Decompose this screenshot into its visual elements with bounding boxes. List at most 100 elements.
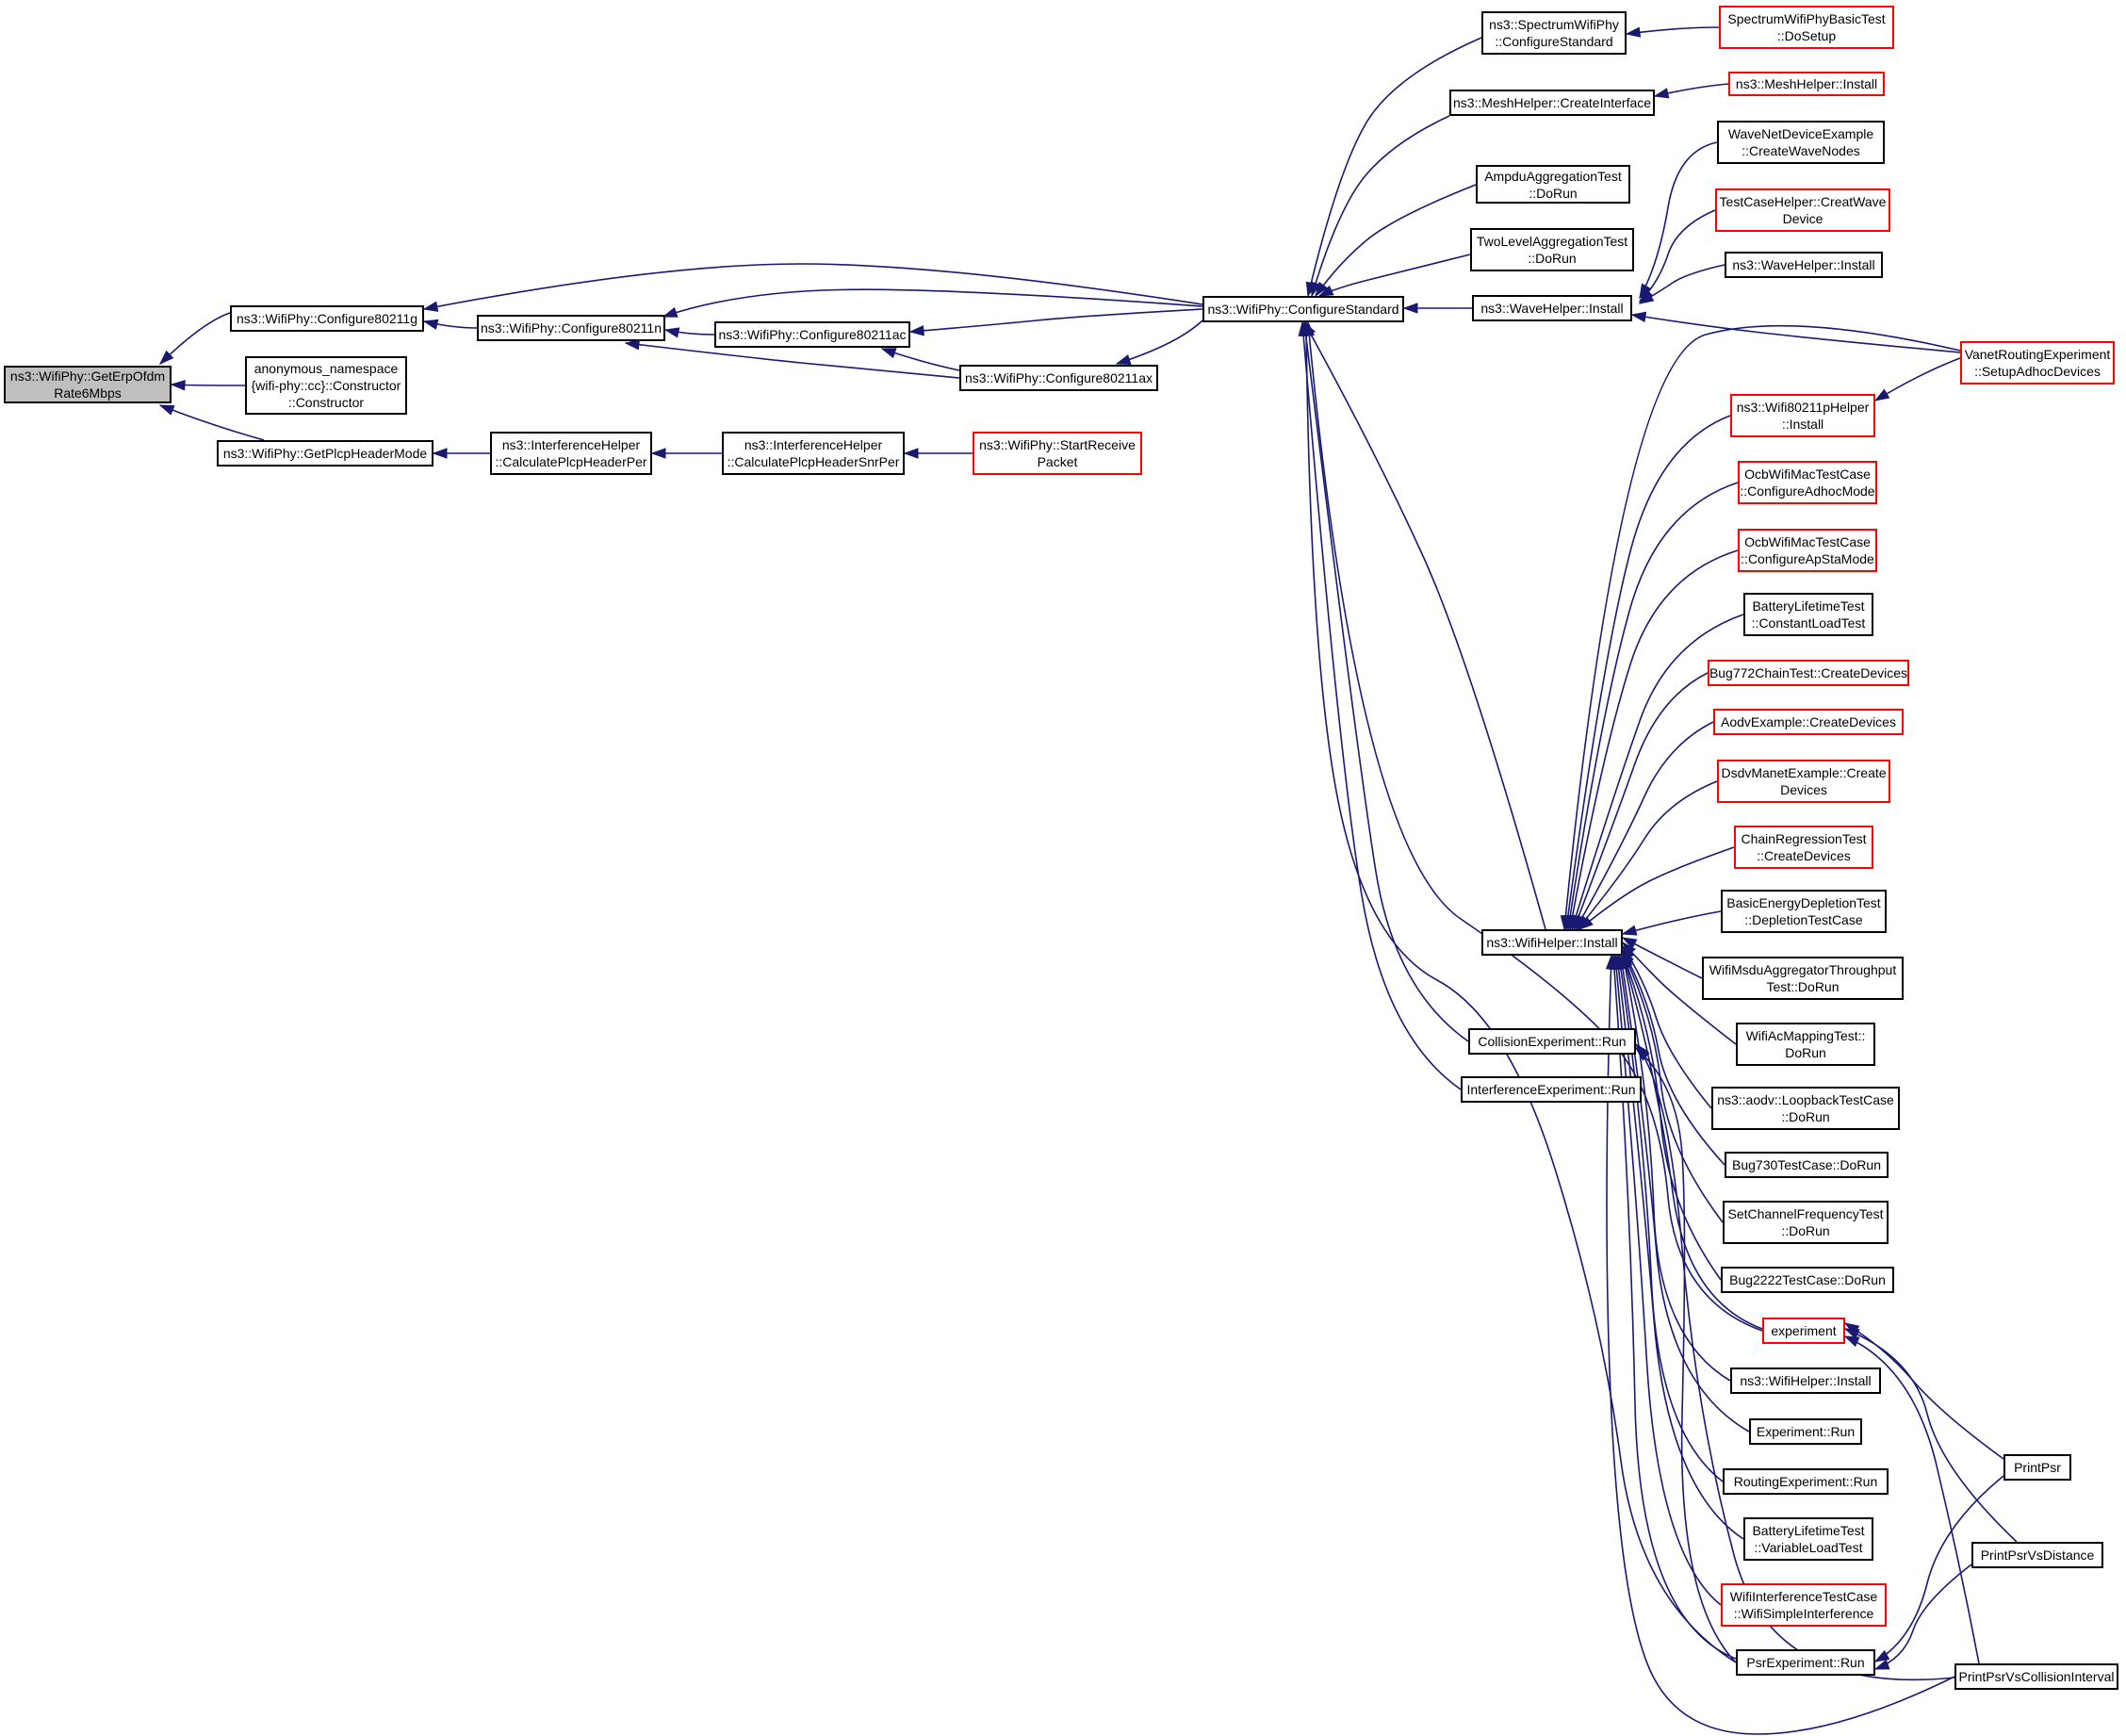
graph-node-label: ::VariableLoadTest xyxy=(1754,1540,1863,1555)
graph-node-exprun[interactable]: Experiment::Run xyxy=(1749,1418,1862,1445)
graph-node-wifiinst2[interactable]: ns3::WifiHelper::Install xyxy=(1730,1368,1881,1394)
graph-node-label: ns3::WaveHelper::Install xyxy=(1732,257,1875,272)
call-arrowhead xyxy=(1578,916,1594,930)
graph-node-wave2[interactable]: ns3::WaveHelper::Install xyxy=(1725,252,1883,278)
graph-node-calcper[interactable]: ns3::InterferenceHelper::CalculatePlcpHe… xyxy=(490,432,652,475)
graph-node-wavenet[interactable]: WaveNetDeviceExample::CreateWaveNodes xyxy=(1717,121,1885,164)
graph-node-wifiinst[interactable]: ns3::WifiHelper::Install xyxy=(1481,929,1623,956)
call-edge xyxy=(1622,945,1712,1109)
call-edge xyxy=(423,263,1203,310)
graph-node-label: ChainRegressionTest xyxy=(1741,831,1867,846)
graph-node-label: TwoLevelAggregationTest xyxy=(1476,234,1628,249)
graph-node-label: BasicEnergyDepletionTest xyxy=(1726,895,1881,910)
call-edge xyxy=(1303,321,1469,1042)
graph-node-aodvex[interactable]: AodvExample::CreateDevices xyxy=(1713,709,1904,735)
graph-node-label: Rate6Mbps xyxy=(54,385,122,401)
graph-node-collexp[interactable]: CollisionExperiment::Run xyxy=(1468,1028,1636,1055)
graph-node-c80211g[interactable]: ns3::WifiPhy::Configure80211g xyxy=(230,305,424,332)
graph-node-chainreg[interactable]: ChainRegressionTest::CreateDevices xyxy=(1734,826,1873,869)
graph-node-label: DsdvManetExample::Create xyxy=(1721,765,1887,780)
call-edge xyxy=(1606,955,1955,1735)
graph-node-printpsrdist[interactable]: PrintPsrVsDistance xyxy=(1971,1542,2103,1568)
graph-node-ampdu[interactable]: AmpduAggregationTest::DoRun xyxy=(1476,165,1630,204)
graph-node-experiment[interactable]: experiment xyxy=(1762,1318,1845,1344)
graph-node-label: Bug730TestCase::DoRun xyxy=(1732,1157,1881,1172)
graph-node-printpsrcoll[interactable]: PrintPsrVsCollisionInterval xyxy=(1954,1663,2118,1690)
call-arrowhead xyxy=(1843,1328,1860,1339)
graph-node-setchan[interactable]: SetChannelFrequencyTest::DoRun xyxy=(1723,1201,1889,1244)
graph-node-ocbapsta[interactable]: OcbWifiMacTestCase::ConfigureApStaMode xyxy=(1738,529,1877,572)
call-edge xyxy=(1874,1564,1972,1670)
graph-node-label: ns3::WifiPhy::Configure80211n xyxy=(481,320,662,336)
graph-node-label: ::ConstantLoadTest xyxy=(1751,615,1866,631)
graph-node-label: SpectrumWifiPhyBasicTest xyxy=(1727,11,1886,26)
graph-node-label: ::Install xyxy=(1781,417,1824,432)
graph-node-label: ns3::WifiPhy::Configure80211ax xyxy=(965,370,1153,385)
graph-node-label: AmpduAggregationTest xyxy=(1484,168,1622,184)
call-edge xyxy=(1575,721,1714,930)
call-arrowhead xyxy=(422,319,439,330)
graph-node-label: ::Constructor xyxy=(287,395,365,410)
graph-node-label: SetChannelFrequencyTest xyxy=(1727,1206,1884,1221)
graph-node-meshci[interactable]: ns3::MeshHelper::CreateInterface xyxy=(1449,90,1655,116)
graph-node-w80211p[interactable]: ns3::Wifi80211pHelper::Install xyxy=(1730,394,1875,437)
graph-node-label: anonymous_namespace xyxy=(253,361,399,376)
call-arrowhead xyxy=(1315,281,1329,298)
graph-node-routexp[interactable]: RoutingExperiment::Run xyxy=(1723,1468,1889,1495)
graph-node-label: Experiment::Run xyxy=(1756,1424,1856,1439)
graph-node-spectrum[interactable]: ns3::SpectrumWifiPhy::ConfigureStandard xyxy=(1481,11,1627,55)
graph-node-label: Devices xyxy=(1780,782,1827,797)
call-arrowhead xyxy=(662,306,679,318)
call-edge xyxy=(1622,949,1725,1166)
graph-node-specsetup[interactable]: SpectrumWifiPhyBasicTest::DoSetup xyxy=(1719,6,1894,49)
graph-node-label: BatteryLifetimeTest xyxy=(1752,1523,1865,1538)
graph-node-twolevel[interactable]: TwoLevelAggregationTest::DoRun xyxy=(1470,228,1634,271)
graph-node-label: WifiInterferenceTestCase xyxy=(1729,1589,1878,1604)
graph-node-anon[interactable]: anonymous_namespace{wifi-phy::cc}::Const… xyxy=(245,356,407,415)
graph-node-wifiint[interactable]: WifiInterferenceTestCase::WifiSimpleInte… xyxy=(1721,1583,1887,1627)
call-arrowhead xyxy=(158,404,175,416)
graph-node-ocbadhoc[interactable]: OcbWifiMacTestCase::ConfigureAdhocMode xyxy=(1738,461,1877,504)
call-arrowhead xyxy=(1873,1649,1890,1662)
graph-node-basicenergy[interactable]: BasicEnergyDepletionTest::DepletionTestC… xyxy=(1721,890,1887,933)
graph-node-label: WifiMsduAggregatorThroughput xyxy=(1709,962,1897,977)
graph-node-bug730[interactable]: Bug730TestCase::DoRun xyxy=(1725,1152,1889,1178)
graph-node-vanet[interactable]: VanetRoutingExperiment::SetupAdhocDevice… xyxy=(1960,341,2115,385)
graph-node-label: ns3::WifiPhy::GetPlcpHeaderMode xyxy=(222,446,428,461)
call-edge xyxy=(1639,141,1718,299)
graph-node-battconst[interactable]: BatteryLifetimeTest::ConstantLoadTest xyxy=(1743,593,1873,636)
graph-node-meshinst[interactable]: ns3::MeshHelper::Install xyxy=(1728,72,1885,96)
call-edge xyxy=(1303,321,1546,930)
call-arrowhead xyxy=(1303,320,1316,336)
call-arrowhead xyxy=(903,448,919,459)
graph-node-label: ::DoSetup xyxy=(1776,28,1837,43)
call-edge xyxy=(1622,953,1763,1330)
graph-node-label: ns3::MeshHelper::CreateInterface xyxy=(1452,95,1652,110)
graph-node-c80211ax[interactable]: ns3::WifiPhy::Configure80211ax xyxy=(959,365,1158,391)
graph-node-aodvloop[interactable]: ns3::aodv::LoopbackTestCase::DoRun xyxy=(1711,1087,1900,1130)
graph-node-c80211ac[interactable]: ns3::WifiPhy::Configure80211ac xyxy=(714,321,910,348)
graph-node-waveinst[interactable]: ns3::WaveHelper::Install xyxy=(1472,295,1632,321)
graph-node-label: ns3::Wifi80211pHelper xyxy=(1736,400,1870,415)
call-arrowhead xyxy=(1605,954,1617,970)
graph-node-gethdr[interactable]: ns3::WifiPhy::GetPlcpHeaderMode xyxy=(217,440,433,467)
graph-node-label: ns3::WaveHelper::Install xyxy=(1480,301,1624,316)
call-arrowhead xyxy=(908,325,924,336)
graph-node-bug772[interactable]: Bug772ChainTest::CreateDevices xyxy=(1708,660,1909,686)
graph-node-printpsr[interactable]: PrintPsr xyxy=(2003,1454,2071,1481)
graph-node-battvar[interactable]: BatteryLifetimeTest::VariableLoadTest xyxy=(1743,1517,1873,1561)
graph-node-calcsnr[interactable]: ns3::InterferenceHelper::CalculatePlcpHe… xyxy=(722,432,905,475)
graph-node-psrexp[interactable]: PsrExperiment::Run xyxy=(1736,1649,1875,1676)
graph-node-bug2222[interactable]: Bug2222TestCase::DoRun xyxy=(1721,1267,1894,1293)
graph-node-cfgstd[interactable]: ns3::WifiPhy::ConfigureStandard xyxy=(1202,296,1404,322)
graph-node-c80211n[interactable]: ns3::WifiPhy::Configure80211n xyxy=(477,315,665,341)
graph-node-intexp[interactable]: InterferenceExperiment::Run xyxy=(1461,1076,1642,1103)
call-arrowhead xyxy=(1621,937,1638,949)
graph-node-acmap[interactable]: WifiAcMappingTest::DoRun xyxy=(1736,1023,1875,1066)
graph-node-label: ::CalculatePlcpHeaderSnrPer xyxy=(727,454,900,469)
